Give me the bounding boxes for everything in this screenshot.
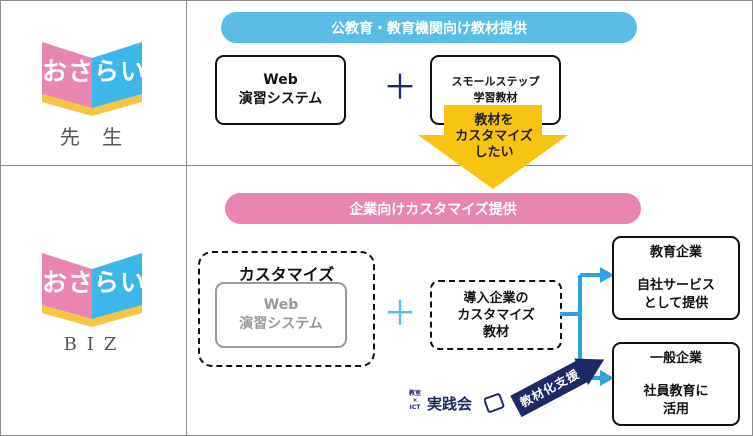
gen-line1: 社員教育に [643, 384, 709, 399]
box-web-system-top: Web 演習システム [215, 55, 346, 125]
support-arrow: 教材化支援 [509, 346, 611, 419]
arrow-text-line1: 教材を [474, 113, 514, 128]
box-education-company: 教育企業 自社サービス として提供 [612, 236, 740, 320]
learning-materials-label: 学習教材 [473, 91, 518, 104]
osarai-book-logo-bottom [42, 253, 142, 327]
plus-sign-top: ＋ [383, 68, 417, 108]
plus-sign-bottom: ＋ [383, 294, 417, 334]
brand-label-sensei: 先 生 [59, 125, 131, 149]
banner-public-education: 公教育・教育機関向け教材提供 [221, 12, 637, 43]
ict-practice-label: 実践会 [427, 395, 473, 413]
intro-line3: 教材 [482, 324, 509, 340]
arrow-text-line2: カスタマイズ [455, 129, 533, 144]
tablet-icon [484, 393, 505, 413]
edu-line2: として提供 [643, 296, 709, 311]
gen-title: 一般企業 [649, 351, 702, 366]
arrow-text-line3: したい [474, 145, 514, 160]
web-label-bottom: Web [263, 297, 299, 313]
customize-arrow-text: 教材を カスタマイズ したい [443, 113, 545, 161]
ict-small-mark: 教室 × ICT [405, 390, 425, 411]
support-arrow-shape [510, 358, 605, 418]
web-system-label-bottom: 演習システム [239, 316, 323, 332]
column-divider [186, 0, 187, 436]
intro-line2: カスタマイズ [457, 307, 535, 323]
gen-line2: 活用 [662, 402, 689, 417]
web-system-label: 演習システム [238, 91, 323, 107]
banner-corporate-customize: 企業向けカスタマイズ提供 [225, 193, 641, 224]
small-step-label: スモールステップ [451, 75, 540, 88]
edu-line1: 自社サービス [636, 278, 715, 293]
box-web-system-bottom: Web 演習システム [215, 282, 347, 348]
osarai-book-logo-top [42, 42, 142, 116]
edu-title: 教育企業 [649, 245, 702, 260]
logo-text-top: おさらい [42, 57, 147, 86]
logo-text-bottom: おさらい [42, 268, 147, 297]
brand-label-biz: BIZ [63, 334, 127, 355]
web-label: Web [263, 72, 298, 88]
intro-line1: 導入企業の [463, 290, 529, 306]
ict-small-line2: × [412, 397, 418, 404]
row-divider [0, 165, 753, 166]
box-general-company: 一般企業 社員教育に 活用 [612, 342, 740, 426]
customize-arrow [418, 105, 568, 189]
ict-small-line3: ICT [409, 404, 421, 411]
ict-small-line1: 教室 [408, 390, 421, 397]
box-company-custom-materials: 導入企業の カスタマイズ 教材 [430, 280, 562, 350]
customize-title: カスタマイズ [238, 265, 335, 284]
